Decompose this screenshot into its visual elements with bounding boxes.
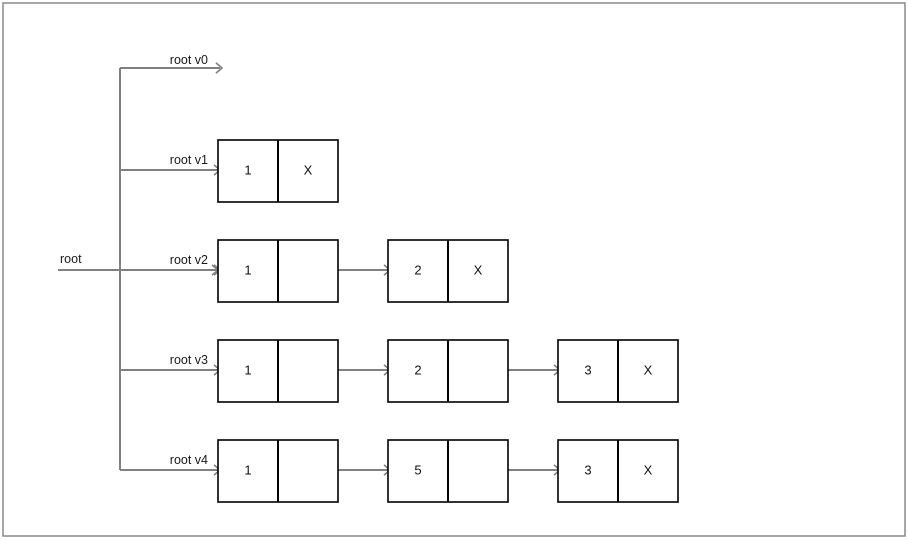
version-label-v2: root v2 [170, 253, 208, 267]
list-node-v3-1: 2 [387, 339, 509, 403]
edge-labels-layer: root v0 root v1 root v2 root v3 root v4 [170, 53, 208, 467]
node-pointer-null-v2-1: X [474, 262, 483, 277]
list-node-v3-0: 1 [217, 339, 339, 403]
node-value-v4-1: 5 [414, 462, 421, 477]
list-node-v4-0: 1 [217, 439, 339, 503]
version-label-v1: root v1 [170, 153, 208, 167]
list-node-v2-0: 1 [217, 239, 339, 303]
node-value-v4-0: 1 [244, 462, 251, 477]
node-pointer-null-v1-0: X [304, 162, 313, 177]
list-node-v4-1: 5 [387, 439, 509, 503]
branch-arrow-icon-v0 [215, 62, 224, 74]
node-pointer-null-v3-2: X [644, 362, 653, 377]
node-value-v3-0: 1 [244, 362, 251, 377]
node-value-v2-0: 1 [244, 262, 251, 277]
version-label-v0: root v0 [170, 53, 208, 67]
node-value-v2-1: 2 [414, 262, 421, 277]
version-label-v4: root v4 [170, 453, 208, 467]
node-value-v1-0: 1 [244, 162, 251, 177]
node-pointer-null-v4-2: X [644, 462, 653, 477]
root-label: root [60, 252, 82, 266]
node-value-v3-1: 2 [414, 362, 421, 377]
node-value-v3-2: 3 [584, 362, 591, 377]
node-value-v4-2: 3 [584, 462, 591, 477]
version-label-v3: root v3 [170, 353, 208, 367]
